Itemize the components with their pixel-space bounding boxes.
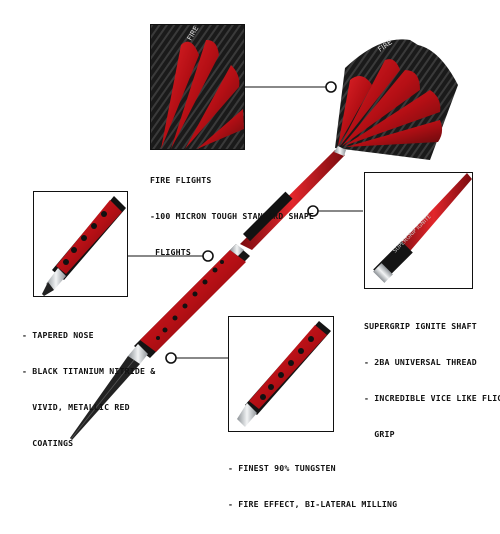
barrel-title: - FINEST 90% TUNGSTEN	[228, 463, 336, 473]
flight-zoom-box: FIRE	[150, 24, 245, 150]
product-diagram: FIRE	[22, 24, 500, 509]
nose-zoom-image	[34, 192, 127, 296]
nose-callout-dot	[202, 250, 214, 262]
callout-dots	[165, 81, 337, 364]
dart-flight: FIRE	[335, 38, 458, 160]
nose-line-1: - BLACK TITANIUM NITRIDE &	[22, 366, 156, 376]
flights-callout-text: FIRE FLIGHTS -100 MICRON TOUGH STANDARD …	[150, 150, 314, 282]
flight-callout-dot	[325, 81, 337, 93]
barrel-zoom-box	[228, 316, 334, 432]
leader-lines	[127, 86, 363, 359]
shaft-callout-text: SUPERGRIP IGNITE SHAFT - 2BA UNIVERSAL T…	[364, 296, 500, 464]
shaft-zoom-image: SUPERGRIP IGNITE	[365, 173, 472, 288]
shaft-line-2: - INCREDIBLE VICE LIKE FLIGHT	[364, 393, 500, 403]
flights-line-1: -100 MICRON TOUGH STANDARD SHAPE	[150, 211, 315, 221]
shaft-line-3: GRIP	[364, 429, 395, 439]
flights-line-2: FLIGHTS	[150, 247, 192, 257]
flights-title: FIRE FLIGHTS	[150, 175, 212, 185]
dart-illustration: FIRE	[70, 38, 458, 440]
shaft-callout-dot	[307, 205, 319, 217]
barrel-callout-dot	[165, 352, 177, 364]
nose-callout-text: - TAPERED NOSE - BLACK TITANIUM NITRIDE …	[22, 305, 155, 473]
dart-barrel	[128, 244, 250, 364]
barrel-line-1: - FIRE EFFECT, BI-LATERAL MILLING	[228, 499, 398, 509]
shaft-title: SUPERGRIP IGNITE SHAFT	[364, 321, 477, 331]
nose-zoom-box	[33, 191, 128, 297]
nose-line-2: VIVID, METALLIC RED	[22, 402, 130, 412]
nose-line-3: COATINGS	[22, 438, 74, 448]
flight-zoom-image: FIRE	[151, 25, 244, 149]
shaft-line-1: - 2BA UNIVERSAL THREAD	[364, 357, 477, 367]
dart-shaft	[240, 146, 346, 250]
nose-title: - TAPERED NOSE	[22, 330, 94, 340]
shaft-zoom-box: SUPERGRIP IGNITE	[364, 172, 473, 289]
barrel-callout-text: - FINEST 90% TUNGSTEN - FIRE EFFECT, BI-…	[228, 438, 397, 534]
barrel-zoom-image	[229, 317, 333, 431]
dart-point	[70, 356, 140, 440]
